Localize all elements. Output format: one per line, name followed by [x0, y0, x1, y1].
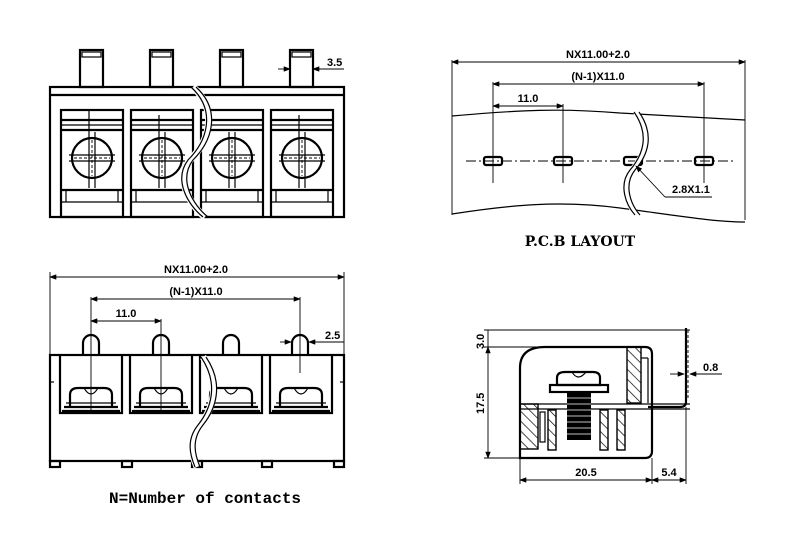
side-pin-protrusion-label: 3.0: [475, 334, 487, 349]
side-view: 3.0 17.5 20.5 5.4 0.8: [475, 328, 722, 484]
top-pitch-label: 11.0: [116, 308, 137, 320]
side-body: [518, 345, 654, 460]
side-depth-label: 20.5: [575, 467, 596, 479]
pcb-pitch-label: 11.0: [518, 93, 539, 105]
side-height-label: 17.5: [475, 393, 487, 414]
top-pins: [81, 333, 310, 355]
top-span-label: (N-1)X11.0: [169, 286, 222, 298]
top-terminals: [58, 355, 334, 415]
contacts-caption: N=Number of contacts: [109, 490, 301, 508]
pcb-overall-length-label: NX11.00+2.0: [566, 49, 630, 61]
pcb-board-bottom-edge: [451, 203, 746, 223]
side-pin-offset-label: 5.4: [661, 467, 677, 479]
dim-pin-width: 3.5: [278, 57, 344, 72]
top-pin-diameter-label: 2.5: [325, 330, 340, 342]
pcb-pad: [482, 155, 504, 167]
top-overall-length-label: NX11.00+2.0: [164, 264, 228, 276]
front-pins: [78, 48, 315, 89]
pcb-span-label: (N-1)X11.0: [571, 71, 624, 83]
pcb-pad: [693, 155, 715, 167]
pcb-layout-view: NX11.00+2.0 (N-1)X11.0 11.0 2.8X1.: [451, 49, 746, 250]
pcb-pads: [482, 155, 715, 167]
pcb-pad: [552, 155, 574, 167]
side-screw: [548, 370, 610, 440]
pcb-layout-caption: P.C.B LAYOUT: [525, 234, 636, 250]
side-pin-thickness-label: 0.8: [703, 362, 718, 374]
front-view: 3.5: [48, 48, 346, 220]
top-view: NX11.00+2.0 (N-1)X11.0 11.0 2.5: [48, 264, 346, 508]
pcb-pad-size-label: 2.8X1.1: [672, 184, 710, 196]
pcb-break-line: [622, 110, 649, 218]
pcb-board-top-edge: [451, 109, 746, 121]
top-break-line: [188, 355, 218, 469]
front-break-line: [180, 84, 213, 220]
front-terminals: [59, 108, 335, 219]
dim-pin-width-label: 3.5: [327, 57, 342, 69]
side-pin: [648, 328, 688, 409]
